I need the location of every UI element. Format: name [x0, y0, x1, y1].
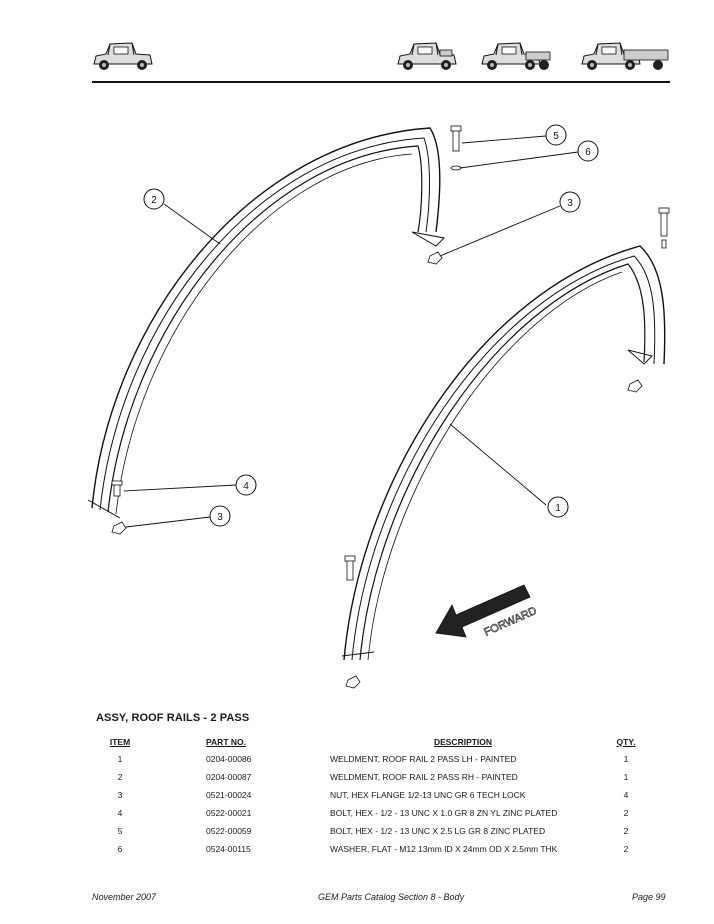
- row-part-no: 0204-00086: [206, 754, 252, 764]
- roof-rail-lh: [341, 245, 666, 661]
- table-row: 4 0522-00021 BOLT, HEX - 1/2 - 13 UNC X …: [96, 804, 656, 822]
- row-qty: 2: [623, 808, 629, 818]
- vehicle-4pass-icon: [397, 42, 457, 71]
- bolt-upper-rh: [450, 125, 462, 171]
- page-header: [0, 0, 714, 92]
- row-qty: 2: [623, 844, 629, 854]
- row-part-no: 0524-00115: [206, 844, 251, 854]
- row-description: BOLT, HEX - 1/2 - 13 UNC X 1.0 GR 8 ZN Y…: [330, 808, 558, 818]
- assembly-title: ASSY, ROOF RAILS - 2 PASS: [96, 712, 250, 724]
- svg-text:2: 2: [151, 195, 157, 206]
- col-part-no-header: PART NO.: [206, 736, 246, 747]
- row-part-no: 0522-00059: [206, 826, 252, 836]
- row-qty: 1: [623, 772, 629, 782]
- row-description: WELDMENT, ROOF RAIL 2 PASS RH - PAINTED: [330, 772, 518, 782]
- bolt-right-rail: [658, 207, 670, 249]
- row-description: WELDMENT, ROOF RAIL 2 PASS LH - PAINTED: [330, 754, 517, 764]
- col-item-header: ITEM: [109, 736, 131, 747]
- row-part-no: 0522-00021: [206, 808, 252, 818]
- forward-arrow-icon: FORWARD: [435, 584, 539, 639]
- row-part-no: 0521-00024: [206, 790, 252, 800]
- table-row: 1 0204-00086 WELDMENT, ROOF RAIL 2 PASS …: [96, 750, 656, 768]
- callout-6: 6: [577, 140, 599, 162]
- col-description-header: DESCRIPTION: [433, 736, 493, 747]
- row-item: 4: [117, 808, 123, 818]
- bolt-left: [111, 480, 123, 497]
- footer-section: GEM Parts Catalog Section 8 - Body: [318, 892, 465, 902]
- row-description: WASHER, FLAT - M12 13mm ID X 24mm OD X 2…: [330, 844, 558, 854]
- roof-rail-rh: [87, 127, 446, 519]
- svg-text:1: 1: [555, 503, 561, 514]
- parts-table: ITEM PART NO. DESCRIPTION QTY. 1 0204-00…: [96, 733, 656, 858]
- table-row: 2 0204-00087 WELDMENT, ROOF RAIL 2 PASS …: [96, 768, 656, 786]
- col-qty-header: QTY.: [616, 736, 636, 747]
- svg-text:4: 4: [243, 481, 249, 492]
- row-qty: 2: [623, 826, 629, 836]
- nut-right: [627, 379, 643, 393]
- nut-upper: [427, 251, 443, 265]
- svg-text:6: 6: [585, 147, 591, 158]
- footer-date: November 2007: [92, 892, 157, 902]
- row-description: NUT, HEX FLANGE 1/2-13 UNC GR 6 TECH LOC…: [330, 790, 526, 800]
- row-item: 1: [117, 754, 123, 764]
- vehicle-long-bed-icon: [581, 42, 669, 71]
- svg-text:5: 5: [553, 131, 559, 142]
- table-row: 5 0522-00059 BOLT, HEX - 1/2 - 13 UNC X …: [96, 822, 656, 840]
- nut-left: [111, 521, 127, 535]
- exploded-diagram: 2 5 6 3 1 4 3 FORWARD: [0, 92, 714, 704]
- row-description: BOLT, HEX - 1/2 - 13 UNC X 2.5 LG GR 8 Z…: [330, 826, 546, 836]
- footer-page-number: Page 99: [632, 892, 666, 902]
- vehicle-2pass-icon: [93, 42, 153, 71]
- vehicle-short-bed-icon: [481, 42, 551, 71]
- row-item: 2: [117, 772, 123, 782]
- bolt-lower: [344, 555, 356, 581]
- row-part-no: 0204-00087: [206, 772, 252, 782]
- callout-4: 4: [235, 474, 257, 496]
- callout-2: 2: [143, 188, 165, 210]
- svg-text:3: 3: [217, 512, 223, 523]
- row-item: 5: [117, 826, 123, 836]
- row-qty: 1: [623, 754, 629, 764]
- nut-lower: [345, 675, 361, 689]
- svg-text:3: 3: [567, 198, 573, 209]
- table-header-row: ITEM PART NO. DESCRIPTION QTY.: [96, 733, 656, 750]
- table-row: 6 0524-00115 WASHER, FLAT - M12 13mm ID …: [96, 840, 656, 858]
- callout-3-lower: 3: [209, 505, 231, 527]
- callout-1: 1: [547, 496, 569, 518]
- row-item: 3: [117, 790, 123, 800]
- callout-5: 5: [545, 124, 567, 146]
- row-item: 6: [117, 844, 123, 854]
- callout-3-upper: 3: [559, 191, 581, 213]
- table-row: 3 0521-00024 NUT, HEX FLANGE 1/2-13 UNC …: [96, 786, 656, 804]
- row-qty: 4: [623, 790, 629, 800]
